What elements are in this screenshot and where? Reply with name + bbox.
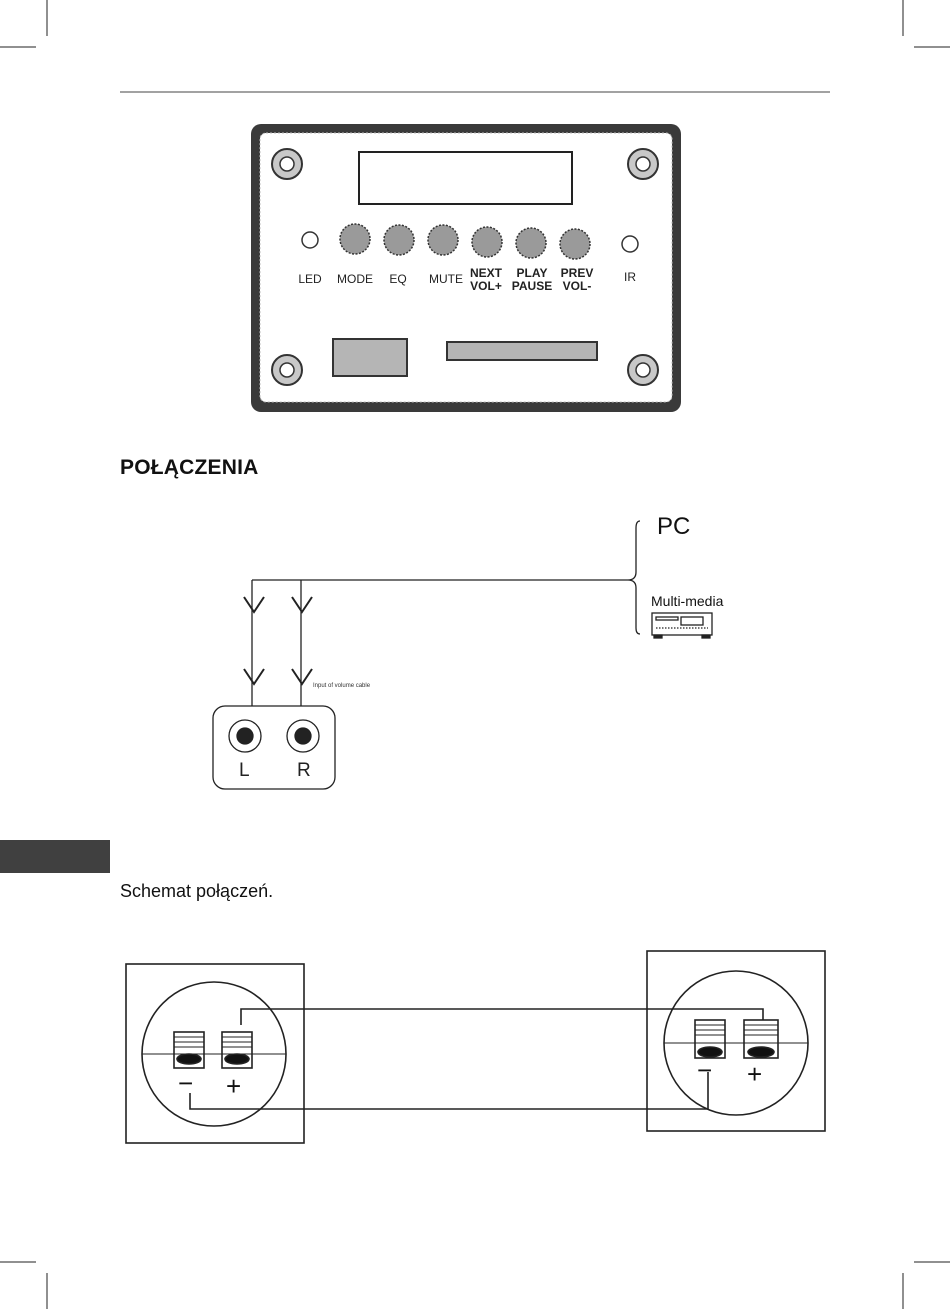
speaker-box-right (647, 951, 825, 1131)
terminal-icon (695, 1020, 778, 1058)
positive-wire (241, 1009, 763, 1025)
plus-sign-right: + (747, 1061, 762, 1087)
negative-wire (190, 1072, 708, 1109)
terminal-icon (174, 1032, 252, 1068)
minus-sign-right: − (697, 1057, 712, 1083)
minus-sign-left: − (178, 1070, 193, 1096)
plus-sign-left: + (226, 1073, 241, 1099)
speaker-wiring-diagram: − + − + (0, 0, 950, 1200)
